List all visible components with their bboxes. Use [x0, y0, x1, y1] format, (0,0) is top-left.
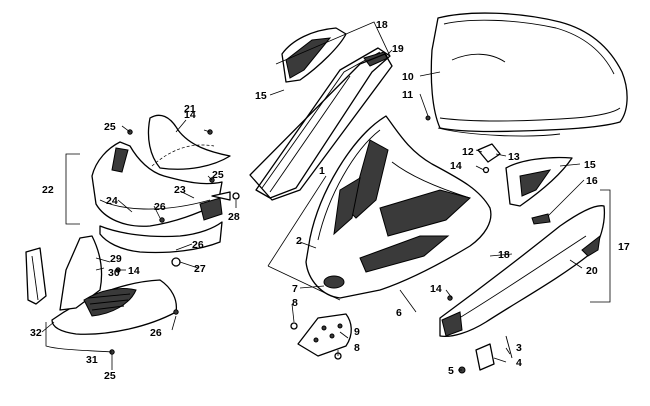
callout-18-a: 18	[376, 19, 388, 31]
clip-16	[531, 213, 551, 225]
bracket-22	[65, 153, 80, 225]
callout-labels: 1 2 3 4 5 6 7 8 8 9 10 11 12 13 14 14 14…	[30, 19, 630, 382]
callout-2: 2	[296, 235, 302, 247]
bracket-hardware	[458, 335, 513, 374]
callout-20: 20	[586, 265, 598, 277]
leader-lines	[41, 49, 585, 371]
bracket-17	[590, 189, 611, 303]
callout-25-b: 25	[212, 169, 224, 181]
callout-10: 10	[402, 71, 414, 83]
upper-flap	[147, 114, 231, 170]
hood-panel	[305, 115, 492, 299]
side-trim-strip	[25, 247, 47, 305]
bracket-1	[267, 175, 327, 267]
callout-26-b: 26	[192, 239, 204, 251]
callout-16: 16	[586, 175, 598, 187]
callout-15-b: 15	[584, 159, 596, 171]
callout-17: 17	[618, 241, 630, 253]
bracket-18-top	[275, 21, 391, 65]
mount-clip	[477, 143, 501, 174]
callout-22: 22	[42, 184, 54, 196]
callout-14-c: 14	[430, 283, 442, 295]
callout-30: 30	[108, 267, 120, 279]
callout-27: 27	[194, 263, 206, 275]
callout-26-c: 26	[150, 327, 162, 339]
callout-4: 4	[516, 357, 522, 369]
bracket-31	[45, 322, 113, 353]
callout-14-b: 14	[450, 160, 462, 172]
right-side-panel	[439, 205, 606, 338]
callout-8-top: 8	[292, 297, 298, 309]
callout-11: 11	[402, 89, 413, 101]
callout-6: 6	[396, 307, 402, 319]
center-rail-strip	[249, 53, 393, 201]
windshield	[430, 12, 628, 137]
callout-32: 32	[30, 327, 42, 339]
right-rail-cap	[505, 156, 573, 207]
callout-15-a: 15	[255, 90, 267, 102]
callout-29: 29	[110, 253, 122, 265]
bracket-1b	[267, 265, 341, 301]
callout-3: 3	[516, 342, 522, 354]
callout-21: 21	[184, 103, 196, 115]
callout-12: 12	[462, 146, 474, 158]
callout-18-b: 18	[498, 249, 510, 261]
callout-14-a: 14	[184, 109, 196, 121]
callout-19: 19	[392, 43, 404, 55]
callout-13: 13	[508, 151, 520, 163]
callout-8-bottom: 8	[354, 342, 360, 354]
callout-23: 23	[174, 184, 186, 196]
callout-1: 1	[319, 165, 325, 177]
callout-31: 31	[86, 354, 98, 366]
skid-plate	[290, 313, 352, 360]
callout-7: 7	[292, 283, 298, 295]
callout-5: 5	[448, 365, 454, 377]
callout-14-d: 14	[128, 265, 140, 277]
callout-9: 9	[354, 326, 360, 338]
fastener-28	[211, 191, 240, 201]
callout-25-a: 25	[104, 121, 116, 133]
callout-24: 24	[106, 195, 118, 207]
lower-shroud	[99, 197, 223, 267]
left-rail-cap	[281, 27, 347, 83]
callout-28: 28	[228, 211, 240, 223]
callout-25-c: 25	[104, 370, 116, 382]
callout-26-a: 26	[154, 201, 166, 213]
